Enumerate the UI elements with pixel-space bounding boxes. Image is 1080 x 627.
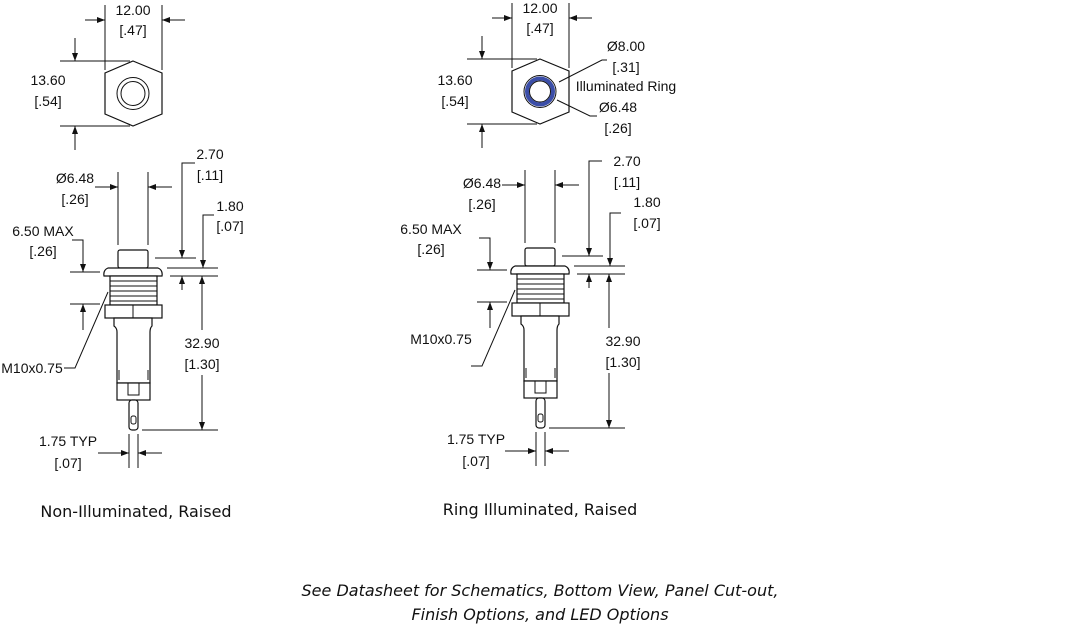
switch-outline [466, 2, 626, 467]
drawing-non-illuminated: 12.00 [.47] 13.60 [.54] Ø6.48 [.26] 2.70… [1, 2, 244, 521]
ring-inner-leader [556, 99, 597, 117]
datasheet-note-line2: Finish Options, and LED Options [411, 605, 668, 624]
switch-outline [59, 4, 219, 469]
button-face [120, 81, 146, 106]
hex-width-in-label: [.47] [526, 20, 553, 36]
illuminated-ring [525, 76, 555, 107]
pin-in-label: [.07] [462, 453, 489, 469]
length-label: 32.90 [605, 333, 640, 349]
panel-max-in-label: [.26] [29, 243, 56, 259]
ring-outer-leader [558, 59, 607, 83]
thread-label: M10x0.75 [410, 331, 472, 347]
hex-width-in-label: [.47] [119, 22, 146, 38]
length-in-label: [1.30] [184, 356, 219, 372]
button-height-label: 2.70 [196, 146, 223, 162]
ring-outer-in-label: [.31] [612, 59, 639, 75]
pin-label: 1.75 TYP [447, 431, 505, 447]
hex-width-label: 12.00 [115, 2, 150, 18]
button-dia-in-label: [.26] [468, 196, 495, 212]
ring-label: Illuminated Ring [576, 78, 676, 94]
length-label: 32.90 [184, 335, 219, 351]
ring-outer-label: Ø8.00 [607, 38, 645, 54]
flange-label: 1.80 [216, 198, 243, 214]
flange-label: 1.80 [633, 194, 660, 210]
hex-height-in-label: [.54] [34, 93, 61, 109]
panel-max-in-label: [.26] [417, 241, 444, 257]
pin-label: 1.75 TYP [39, 433, 97, 449]
ring-inner-label: Ø6.48 [599, 99, 637, 115]
pin-in-label: [.07] [54, 455, 81, 471]
hex-width-label: 12.00 [522, 0, 557, 16]
button-dia-in-label: [.26] [61, 191, 88, 207]
ring-inner-in-label: [.26] [604, 120, 631, 136]
thread-label: M10x0.75 [1, 360, 63, 376]
caption-ring-illuminated: Ring Illuminated, Raised [443, 500, 637, 519]
button-dia-label: Ø6.48 [463, 175, 501, 191]
flange-in-label: [.07] [633, 215, 660, 231]
hex-height-label: 13.60 [437, 72, 472, 88]
drawing-ring-illuminated: 12.00 [.47] 13.60 [.54] Ø8.00 [.31] Illu… [400, 0, 676, 519]
button-height-in-label: [.11] [197, 167, 223, 183]
button-dia-label: Ø6.48 [56, 170, 94, 186]
button-height-in-label: [.11] [614, 174, 640, 190]
datasheet-note-line1: See Datasheet for Schematics, Bottom Vie… [302, 581, 779, 600]
hex-height-label: 13.60 [30, 72, 65, 88]
panel-max-label: 6.50 MAX [12, 223, 74, 239]
panel-max-label: 6.50 MAX [400, 221, 462, 237]
caption-non-illuminated: Non-Illuminated, Raised [40, 502, 231, 521]
button-face [529, 80, 551, 103]
button-height-label: 2.70 [613, 153, 640, 169]
flange-in-label: [.07] [216, 218, 243, 234]
length-in-label: [1.30] [605, 354, 640, 370]
hex-height-in-label: [.54] [441, 93, 468, 109]
